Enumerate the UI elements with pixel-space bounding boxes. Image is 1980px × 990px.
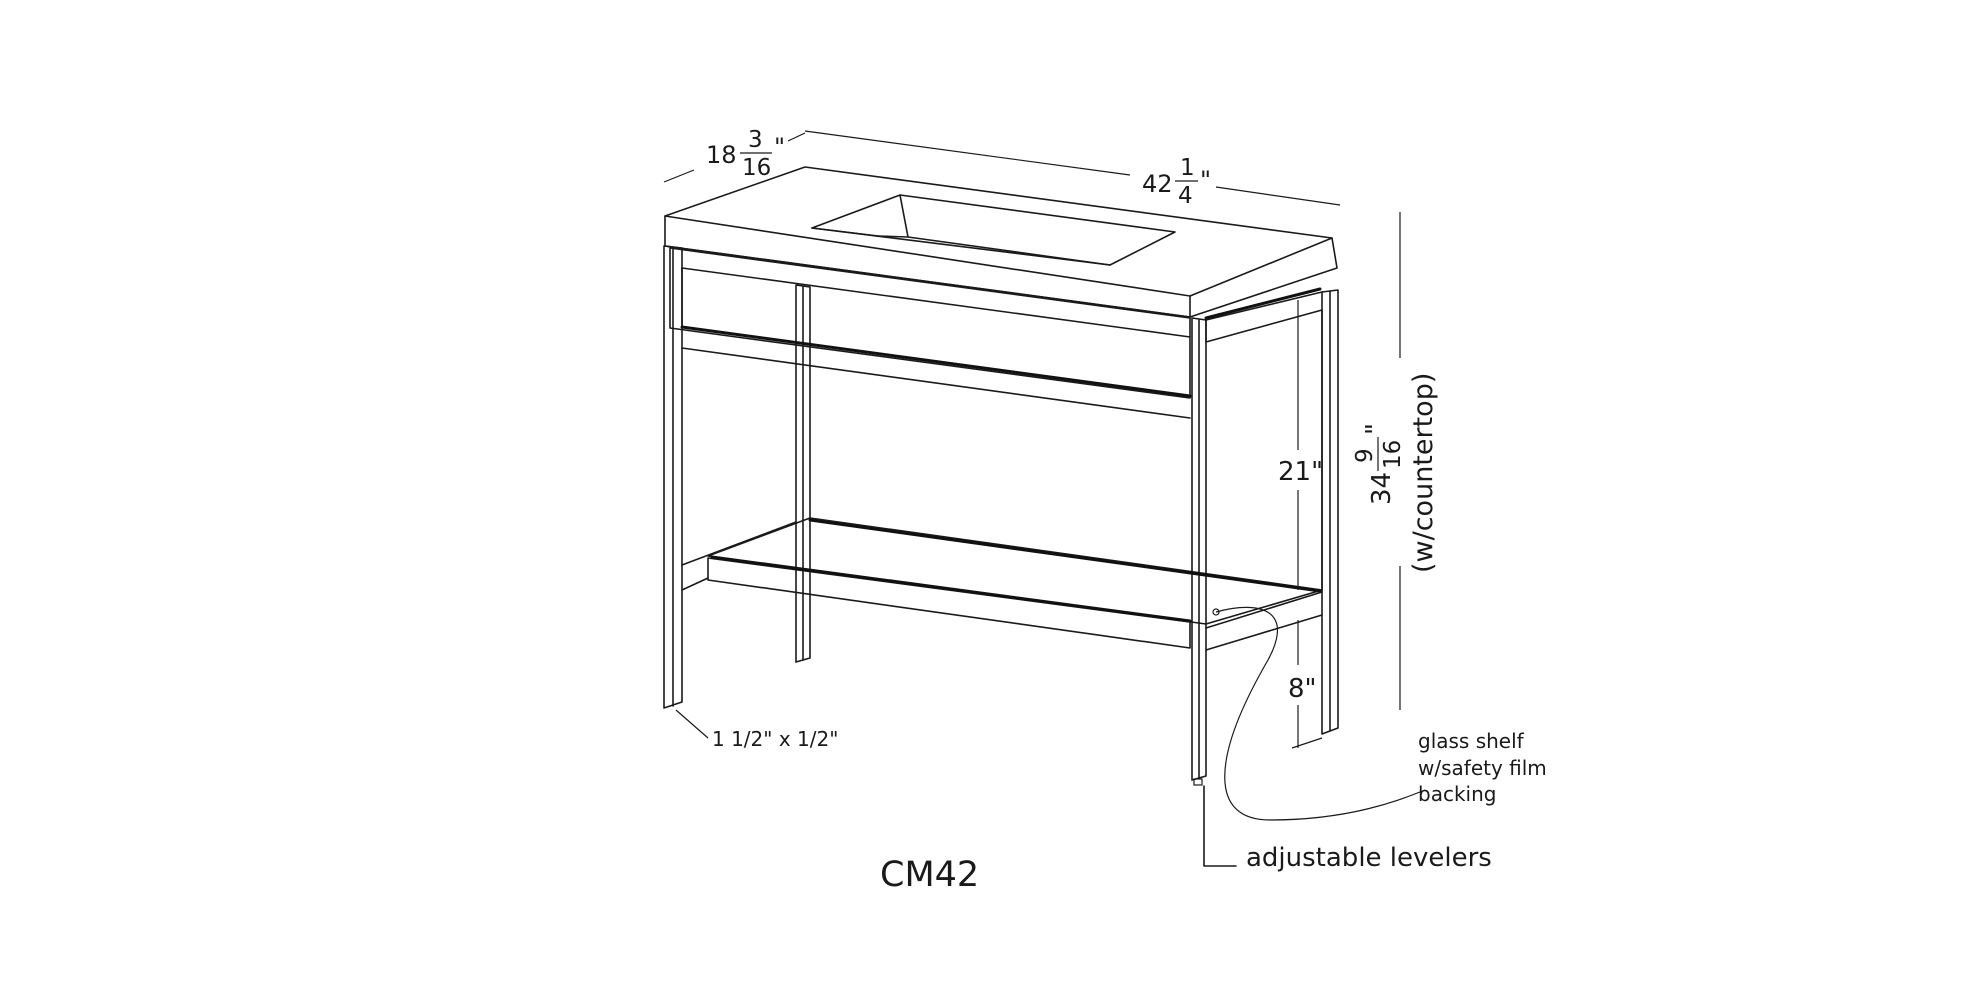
height-numerator: 9 xyxy=(1352,448,1378,463)
depth-whole: 18 xyxy=(706,141,737,169)
sink-basin xyxy=(811,194,1176,266)
height-dimension: 34 9 16 " (w/countertop) xyxy=(1352,212,1439,710)
vanity-frame xyxy=(663,245,1339,781)
model-name: CM42 xyxy=(880,855,979,895)
glass-shelf-line-1: glass shelf xyxy=(1418,729,1525,753)
height-whole: 34 xyxy=(1367,472,1397,505)
countertop xyxy=(664,166,1338,318)
depth-denominator: 16 xyxy=(742,155,771,181)
levelers-callout: adjustable levelers xyxy=(1203,785,1492,873)
height-denominator: 16 xyxy=(1380,440,1406,469)
glass-shelf xyxy=(680,287,1323,625)
width-numerator: 1 xyxy=(1180,155,1195,181)
width-denominator: 4 xyxy=(1178,183,1193,209)
depth-dimension: 18 3 16 " xyxy=(663,127,806,183)
floor-clearance-label: 8" xyxy=(1288,674,1317,704)
leveler-front-right xyxy=(1193,778,1203,786)
levelers-label: adjustable levelers xyxy=(1246,843,1492,873)
height-unit: " xyxy=(1361,423,1391,435)
glass-shelf-line-2: w/safety film xyxy=(1418,756,1547,780)
glass-shelf-line-3: backing xyxy=(1418,782,1496,806)
height-note: (w/countertop) xyxy=(1408,373,1439,573)
shelf-clearance-dimension: 21" xyxy=(1278,300,1323,590)
floor-clearance-dimension: 8" xyxy=(1288,620,1323,749)
shelf-clearance-label: 21" xyxy=(1278,457,1323,487)
width-dimension: 42 1 4 " xyxy=(804,130,1341,209)
glass-shelf-callout: glass shelf w/safety film backing xyxy=(1212,606,1547,821)
depth-unit: " xyxy=(774,133,785,161)
tube-size-callout: 1 1/2" x 1/2" xyxy=(675,709,838,751)
tube-size-label: 1 1/2" x 1/2" xyxy=(712,727,838,751)
width-unit: " xyxy=(1200,166,1211,194)
width-whole: 42 xyxy=(1142,170,1173,198)
depth-numerator: 3 xyxy=(748,127,763,153)
